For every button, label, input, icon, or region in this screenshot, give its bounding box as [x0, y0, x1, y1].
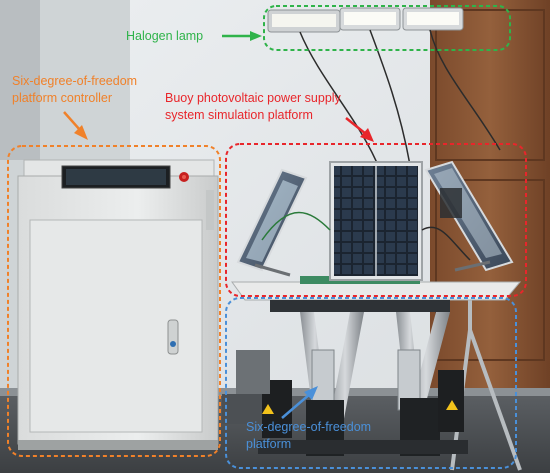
halogen-lamp-label: Halogen lamp [126, 29, 204, 43]
six-dof-platform-label-line-1: Six-degree-of-freedom [246, 420, 372, 434]
buoy-platform-label-line-1: Buoy photovoltaic power supply [165, 91, 341, 105]
six-dof-platform-label-line-2: platform [246, 437, 292, 451]
buoy-platform-label-line-2: system simulation platform [165, 108, 313, 122]
controller-label-line-1: Six-degree-of-freedom [12, 74, 138, 88]
controller-label-line-2: platform controller [12, 91, 113, 105]
